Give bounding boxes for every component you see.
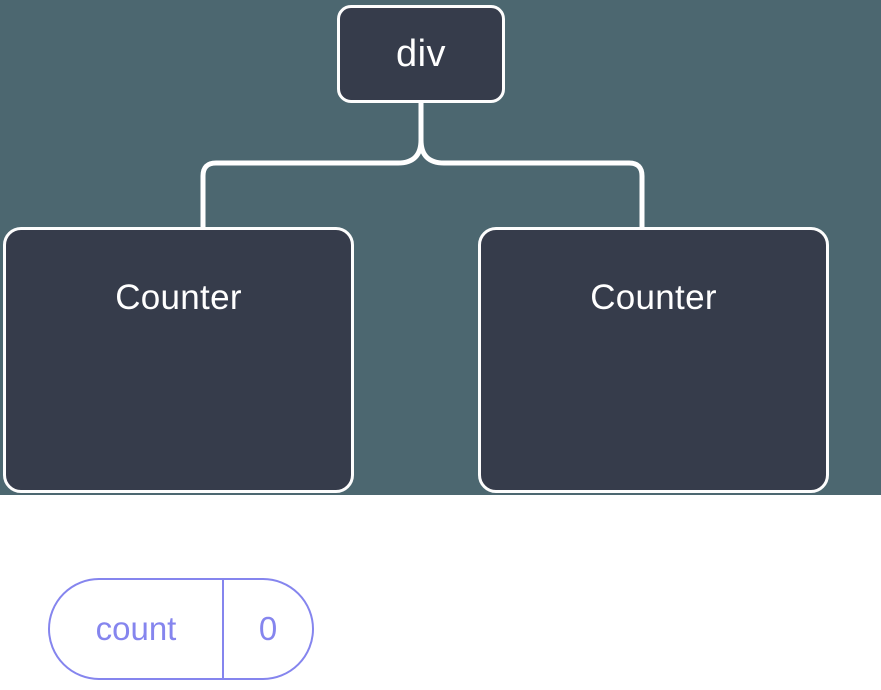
counter-left-label: Counter [115, 278, 242, 317]
tree-node-counter-left[interactable]: Counter count 0 [3, 227, 354, 680]
root-node-label: div [395, 33, 447, 75]
state-value-label-left: 0 [258, 610, 278, 647]
tree-node-root[interactable]: div [337, 5, 505, 103]
counter-right-label: Counter [590, 278, 717, 317]
tree-connector-lines [200, 100, 645, 230]
tree-node-counter-right[interactable]: Counter count 1 [478, 227, 829, 493]
state-badge-count-left[interactable]: count 0 [48, 578, 314, 680]
state-key-label-left: count [50, 580, 224, 678]
